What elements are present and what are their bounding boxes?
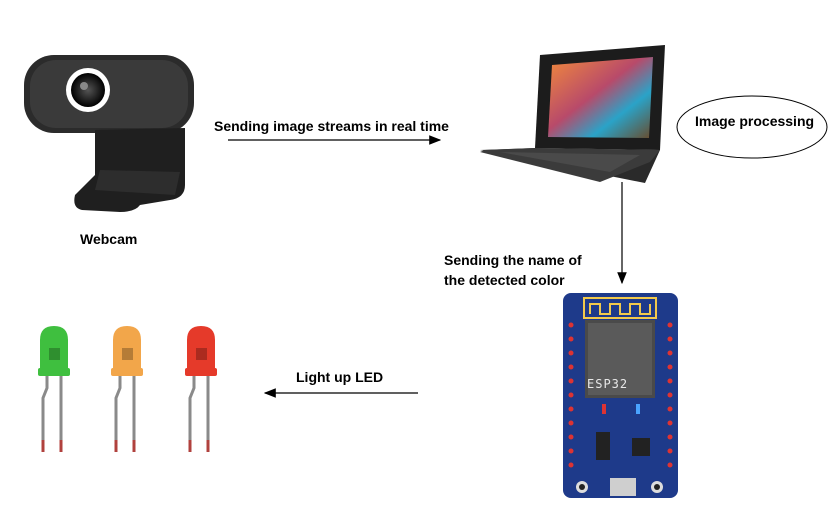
sending-name-label-line2: the detected color — [444, 272, 565, 288]
webcam-label: Webcam — [80, 231, 138, 247]
sending-name-label-line1: Sending the name of — [444, 252, 582, 268]
laptop-image — [480, 45, 665, 183]
led-green — [38, 326, 70, 452]
image-processing-label: Image processing — [695, 113, 815, 129]
led-red — [185, 326, 217, 452]
leds-group — [38, 326, 217, 452]
esp32-board-image — [563, 293, 678, 498]
image-processing-ellipse — [676, 95, 828, 159]
sending-streams-label: Sending image streams in real time — [214, 118, 449, 134]
webcam-image — [24, 55, 194, 212]
led-orange — [111, 326, 143, 452]
esp32-chip-label: ESP32 — [587, 377, 629, 391]
light-up-led-label: Light up LED — [296, 369, 384, 385]
